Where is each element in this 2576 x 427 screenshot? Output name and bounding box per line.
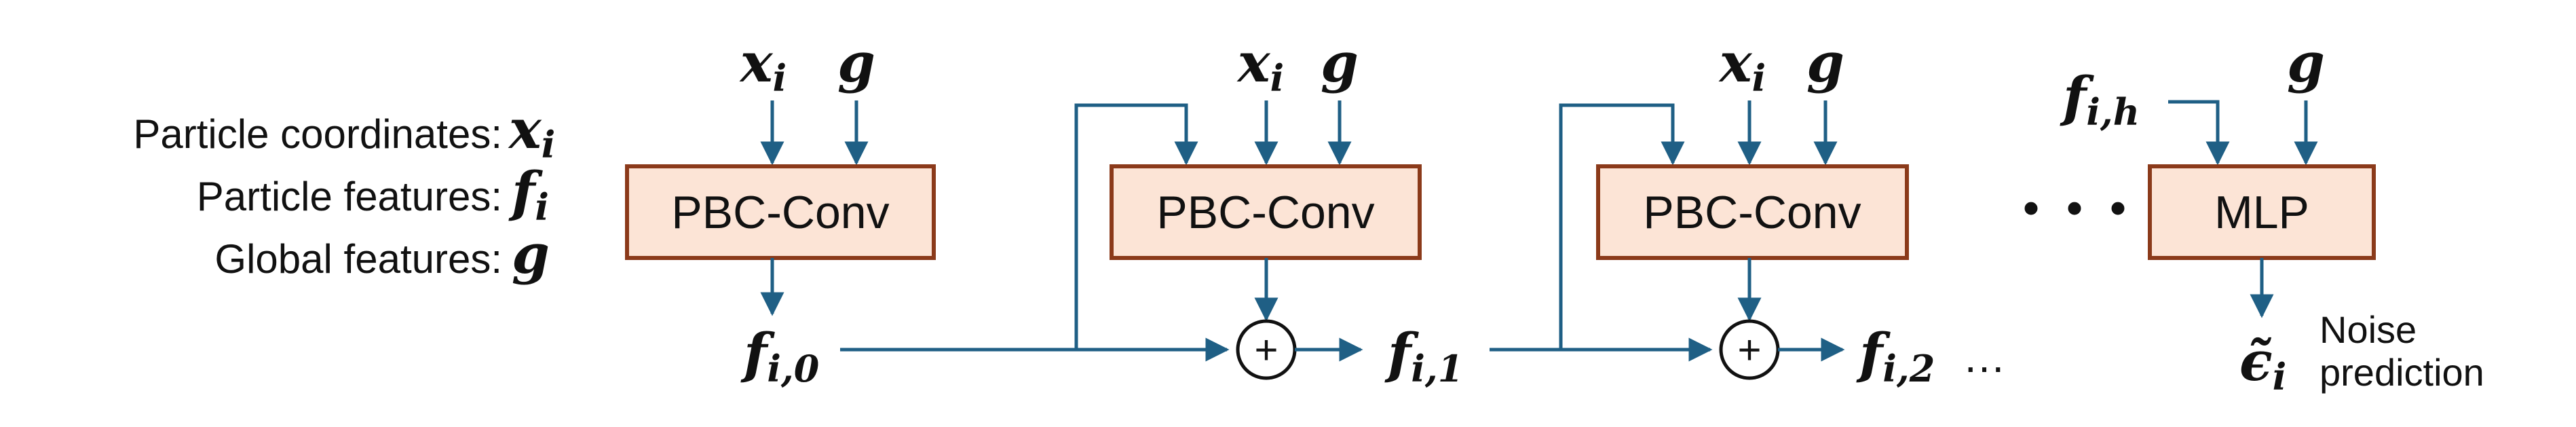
block-2-box — [1110, 164, 1422, 260]
legend-coordinates-label: Particle coordinates: — [133, 111, 502, 157]
block-3-input-x: xi — [1718, 31, 1766, 100]
sum-node-1: + — [1236, 319, 1297, 380]
block-2-label: PBC-Conv — [1156, 187, 1374, 238]
legend: Particle coordinates: xi Particle featur… — [133, 97, 555, 286]
legend-coordinates-symbol: xi — [508, 97, 555, 166]
block-1-label: PBC-Conv — [671, 187, 889, 238]
block-2-output: fi,1 — [1384, 321, 1463, 390]
more-blocks-dots: • • • — [2023, 181, 2133, 234]
head-f-arrow — [2168, 100, 2230, 166]
block-1-input-g: g — [837, 31, 875, 94]
continuation-ellipsis: … — [1963, 333, 2006, 382]
block-1-input-x: xi — [739, 31, 787, 100]
head-input-f: fi,h — [2060, 64, 2140, 134]
head-output: ϵ̃i — [2239, 329, 2286, 398]
sum-symbol-1: + — [1254, 327, 1278, 373]
block-3-output: fi,2 — [1856, 321, 1935, 390]
legend-global-symbol: g — [512, 222, 550, 286]
head-label: MLP — [2214, 187, 2309, 238]
sum-symbol-2: + — [1737, 327, 1761, 373]
legend-features-label: Particle features: — [197, 174, 502, 219]
legend-global-label: Global features: — [214, 236, 502, 282]
legend-features-symbol: fi — [508, 160, 549, 229]
head-input-g: g — [2287, 31, 2325, 94]
skip-branch-2 — [1559, 103, 1685, 350]
head-output-caption-line2: prediction — [2319, 351, 2484, 394]
block-3-box — [1596, 164, 1909, 260]
block-2-input-x: xi — [1236, 31, 1284, 100]
block-1-box — [625, 164, 936, 260]
block-3: xi g PBC-Conv — [1596, 31, 1909, 322]
block-3-label: PBC-Conv — [1643, 187, 1861, 238]
mlp-head: fi,h g MLP ϵ̃i Noise prediction — [2060, 31, 2484, 398]
sum-node-2: + — [1719, 319, 1780, 380]
block-3-input-g: g — [1806, 31, 1844, 94]
head-output-caption-line1: Noise — [2319, 308, 2417, 351]
skip-branch-1 — [1074, 103, 1198, 350]
block-1-output: fi,0 — [740, 321, 819, 390]
block-2: xi g PBC-Conv — [1110, 31, 1422, 322]
head-box — [2148, 164, 2376, 260]
block-2-input-g: g — [1321, 31, 1359, 94]
block-1: xi g PBC-Conv fi,0 — [625, 31, 936, 390]
